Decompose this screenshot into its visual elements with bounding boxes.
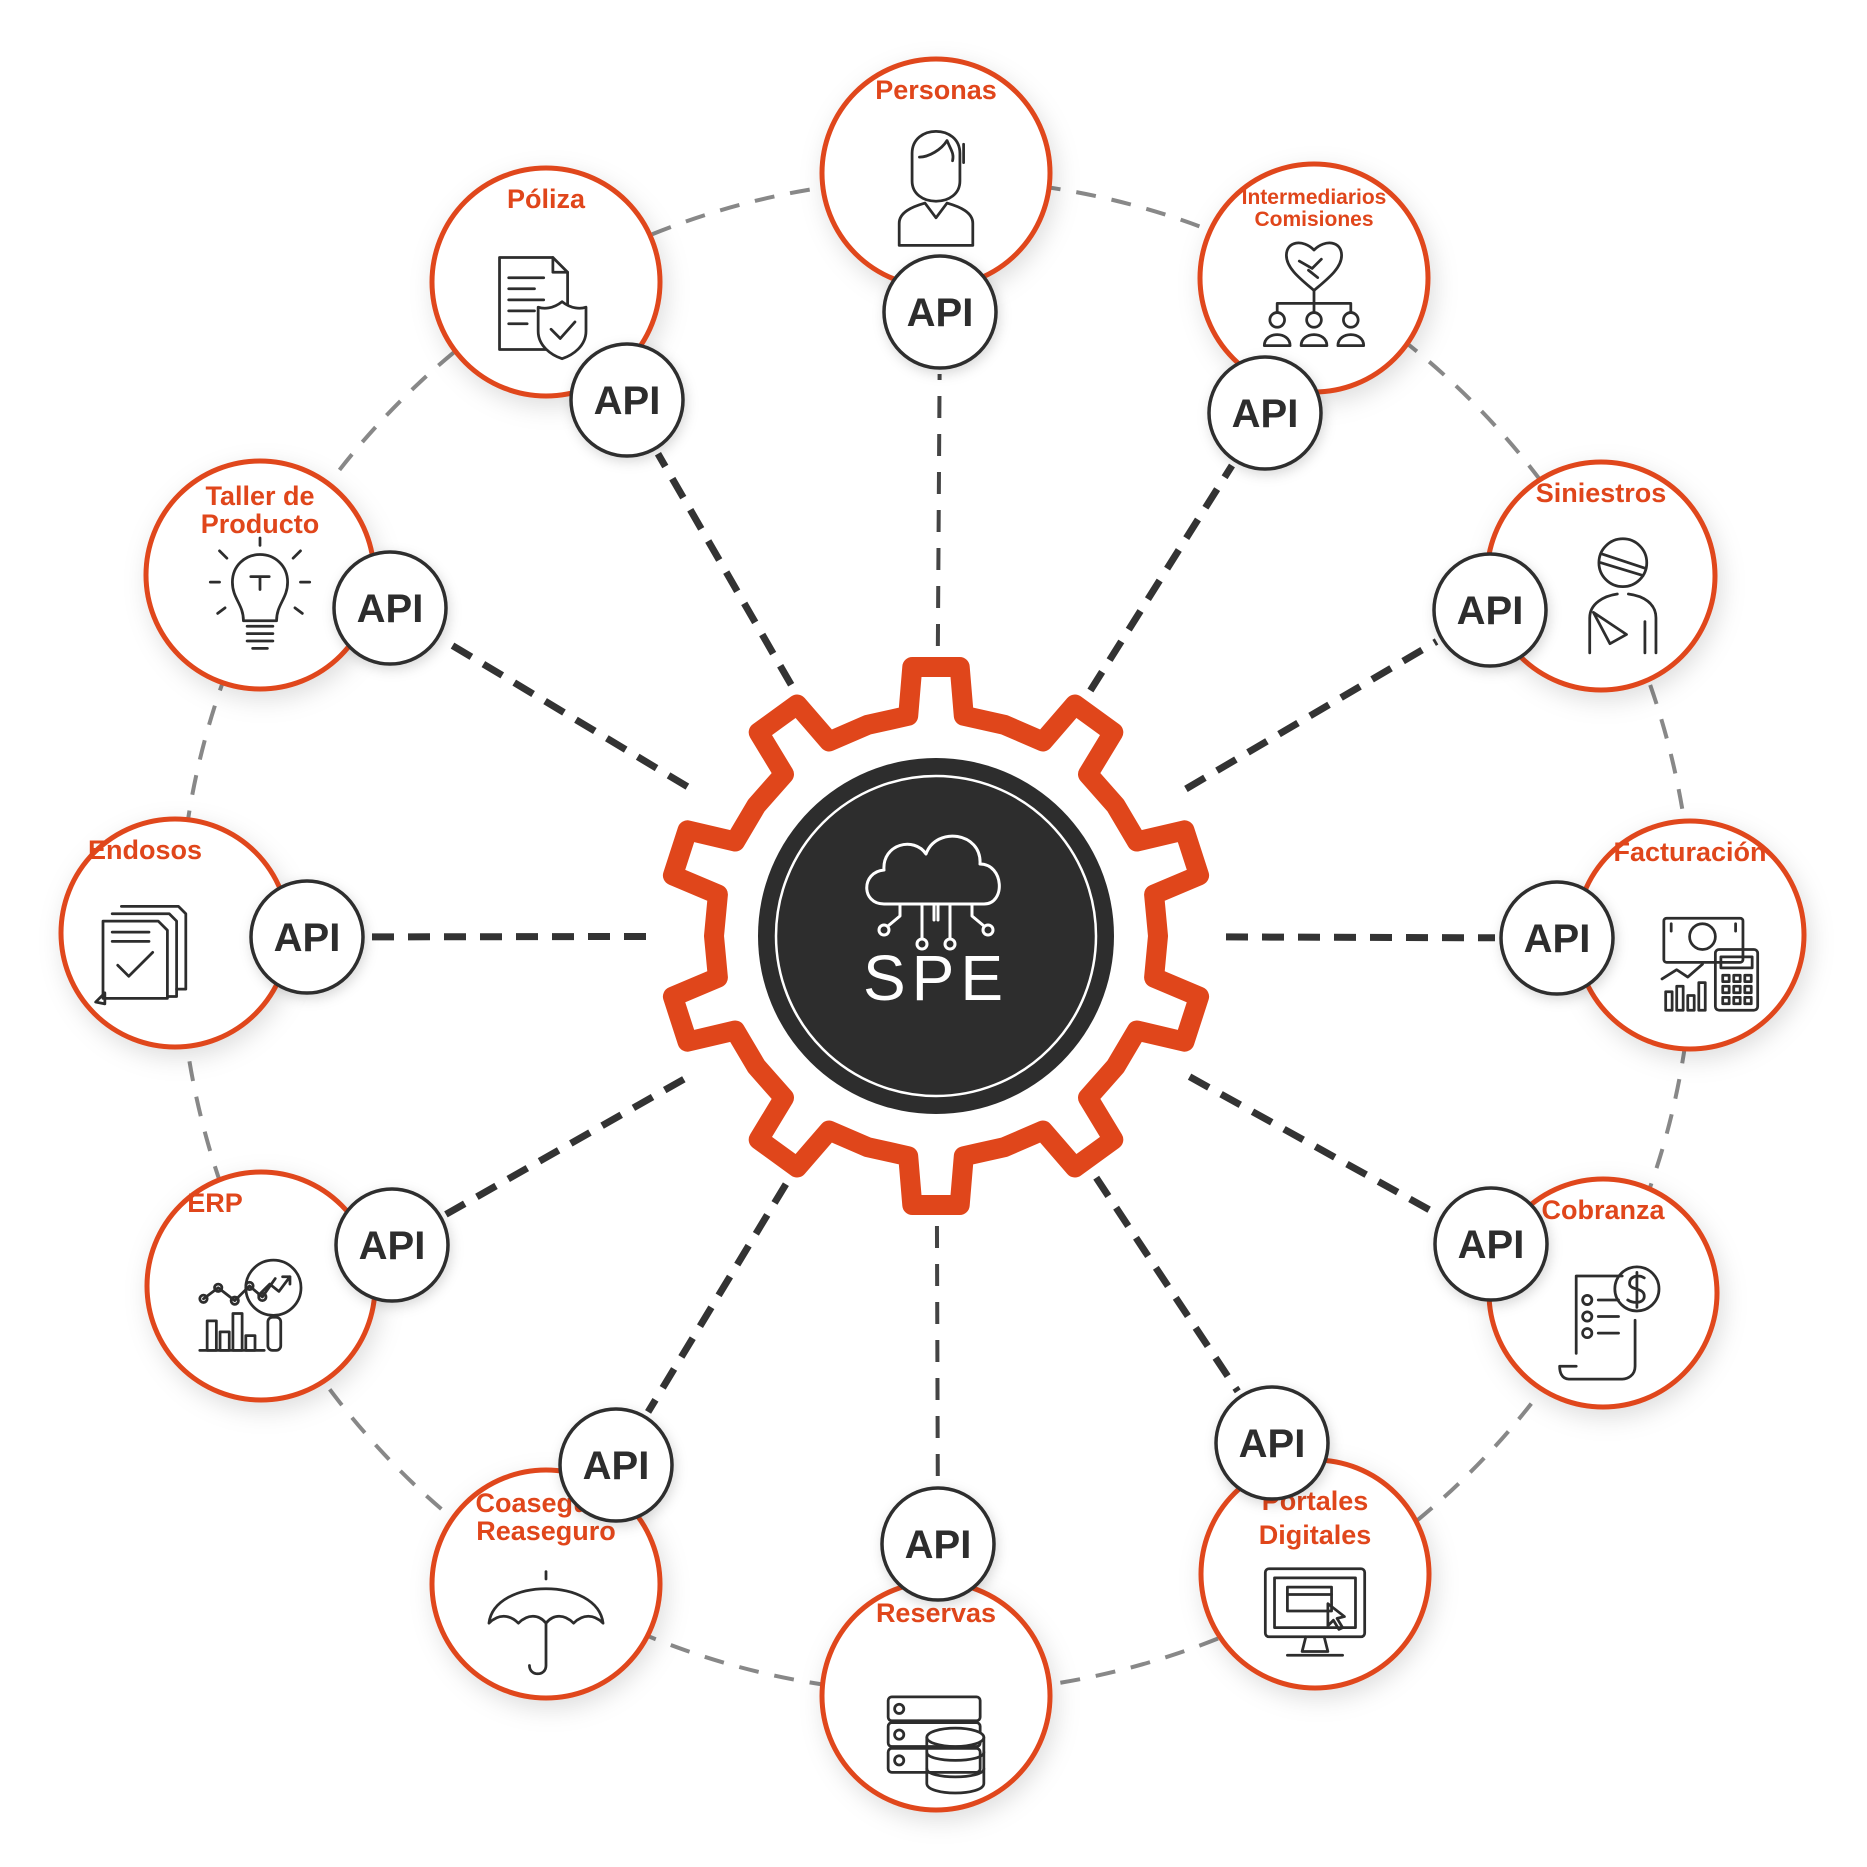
- api-badge-intermediarios[interactable]: API: [1207, 355, 1323, 471]
- documents-check-icon: [94, 904, 188, 1006]
- module-title: Póliza: [507, 184, 586, 214]
- module-title: Producto: [201, 509, 320, 539]
- module-title: Facturación: [1613, 837, 1766, 867]
- api-label: API: [357, 587, 424, 631]
- api-label: API: [1457, 589, 1524, 633]
- api-badge-circle: [249, 879, 365, 995]
- api-label: API: [1524, 917, 1591, 961]
- spoke-reservas: [934, 1225, 940, 1483]
- api-badge-circle: [1499, 880, 1615, 996]
- spoke-connectors: [368, 373, 1496, 1483]
- api-label: API: [1458, 1223, 1525, 1267]
- api-badge-erp[interactable]: API: [334, 1187, 450, 1303]
- api-label: API: [905, 1523, 972, 1567]
- module-circle: [429, 1467, 663, 1701]
- module-reservas[interactable]: Reservas API: [819, 1486, 1053, 1813]
- spoke-siniestros: [1184, 638, 1439, 792]
- spoke-coaseguro: [645, 1182, 789, 1414]
- cloud-circuit-icon: [865, 834, 1001, 951]
- module-title: Cobranza: [1541, 1195, 1665, 1225]
- api-badge-circle: [1432, 552, 1548, 668]
- module-title: Siniestros: [1536, 478, 1667, 508]
- spe-hub: SPE: [662, 657, 1210, 1215]
- api-badge-siniestros[interactable]: API: [1432, 552, 1548, 668]
- api-label: API: [594, 379, 661, 423]
- api-label: API: [907, 291, 974, 335]
- api-badge-circle: [1214, 1385, 1330, 1501]
- api-badge-reservas[interactable]: API: [880, 1486, 996, 1602]
- hub-inner-ring: [774, 774, 1098, 1098]
- api-badge-circle: [332, 550, 448, 666]
- module-title: Endosos: [88, 835, 202, 865]
- module-title: Digitales: [1259, 1520, 1372, 1550]
- receipt-dollar-icon: [1558, 1265, 1661, 1381]
- module-title: Comisiones: [1254, 208, 1373, 231]
- umbrella-icon: [487, 1570, 605, 1676]
- api-label: API: [1232, 392, 1299, 436]
- module-circle: [429, 165, 663, 399]
- api-label: API: [1239, 1422, 1306, 1466]
- module-title: Taller de: [205, 481, 314, 511]
- policy-shield-icon: [498, 256, 588, 361]
- api-badge-circle: [334, 1187, 450, 1303]
- injured-person-icon: [1588, 537, 1658, 655]
- spoke-taller: [441, 636, 690, 790]
- api-badge-facturacion[interactable]: API: [1499, 880, 1615, 996]
- spoke-poliza: [654, 451, 795, 687]
- spoke-personas: [935, 373, 942, 647]
- api-label: API: [274, 916, 341, 960]
- database-server-icon: [886, 1695, 986, 1795]
- spoke-erp: [444, 1076, 686, 1218]
- module-erp[interactable]: ERP API: [144, 1169, 450, 1403]
- module-title: ERP: [187, 1188, 243, 1218]
- api-badge-circle: [880, 1486, 996, 1602]
- spoke-portales: [1093, 1175, 1241, 1394]
- spoke-intermediarios: [1087, 463, 1235, 693]
- api-label: API: [583, 1444, 650, 1488]
- api-badge-circle: [1433, 1186, 1549, 1302]
- person-icon: [897, 130, 975, 247]
- spoke-cobranza: [1187, 1073, 1439, 1217]
- hub-label: SPE: [863, 942, 1009, 1014]
- monitor-click-icon: [1263, 1567, 1367, 1657]
- api-badge-circle: [882, 254, 998, 370]
- api-badge-endosos[interactable]: API: [249, 879, 365, 995]
- analytics-chart-icon: [198, 1258, 303, 1352]
- api-label: API: [359, 1224, 426, 1268]
- api-badge-circle: [1207, 355, 1323, 471]
- spoke-facturacion: [1225, 933, 1496, 942]
- module-title: Reservas: [876, 1598, 996, 1628]
- api-badge-poliza[interactable]: API: [569, 342, 685, 458]
- api-badge-circle: [569, 342, 685, 458]
- module-circle: [144, 1169, 378, 1403]
- hub-core: [758, 758, 1114, 1114]
- api-badge-portales[interactable]: API: [1214, 1385, 1330, 1501]
- invoice-calculator-icon: [1660, 916, 1760, 1012]
- handshake-network-icon: [1262, 241, 1366, 348]
- api-badge-taller[interactable]: API: [332, 550, 448, 666]
- lightbulb-icon: [208, 536, 312, 650]
- module-nodes: PersonasAPIIntermediariosComisionesAPISi…: [58, 56, 1807, 1813]
- api-badge-cobranza[interactable]: API: [1433, 1186, 1549, 1302]
- module-title: Reaseguro: [476, 1516, 616, 1546]
- module-title: Intermediarios: [1242, 186, 1387, 209]
- api-badge-circle: [558, 1407, 674, 1523]
- api-badge-coaseguro[interactable]: API: [558, 1407, 674, 1523]
- api-badge-personas[interactable]: API: [882, 254, 998, 370]
- module-title: Personas: [875, 75, 997, 105]
